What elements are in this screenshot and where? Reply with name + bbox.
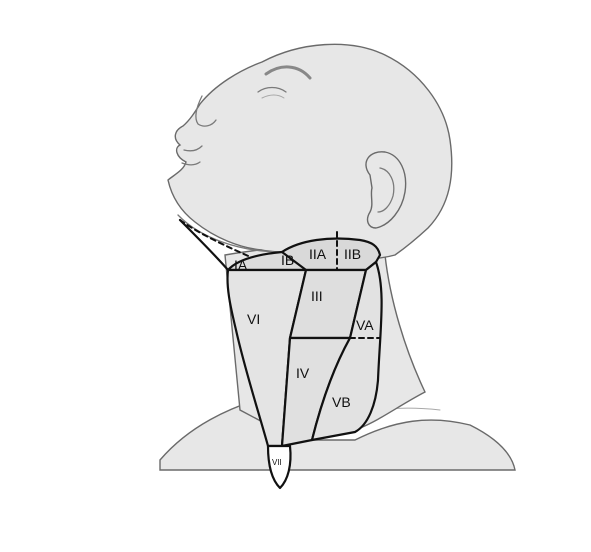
label-va: VA	[356, 317, 374, 333]
jawline	[177, 214, 283, 253]
ear-inner	[377, 167, 395, 213]
level-ii-zone	[280, 237, 382, 272]
label-vi: VI	[247, 311, 260, 327]
level-ia-lower-boundary	[178, 218, 230, 272]
ear	[365, 151, 407, 229]
level-vii-zone	[266, 444, 292, 490]
label-ib: IB	[281, 252, 294, 268]
level-v-zone	[310, 260, 383, 442]
label-iia: IIA	[309, 246, 327, 262]
eyelid	[261, 94, 285, 99]
nose	[195, 95, 217, 127]
label-vb: VB	[332, 394, 351, 410]
eyebrow	[264, 65, 312, 80]
shoulders	[159, 397, 516, 471]
label-ia: IA	[234, 257, 248, 273]
label-vii: VII	[272, 458, 282, 467]
lips	[181, 145, 203, 166]
label-iii: III	[311, 288, 323, 304]
label-iv: IV	[296, 365, 310, 381]
eye	[257, 86, 287, 93]
label-iib: IIB	[344, 246, 361, 262]
